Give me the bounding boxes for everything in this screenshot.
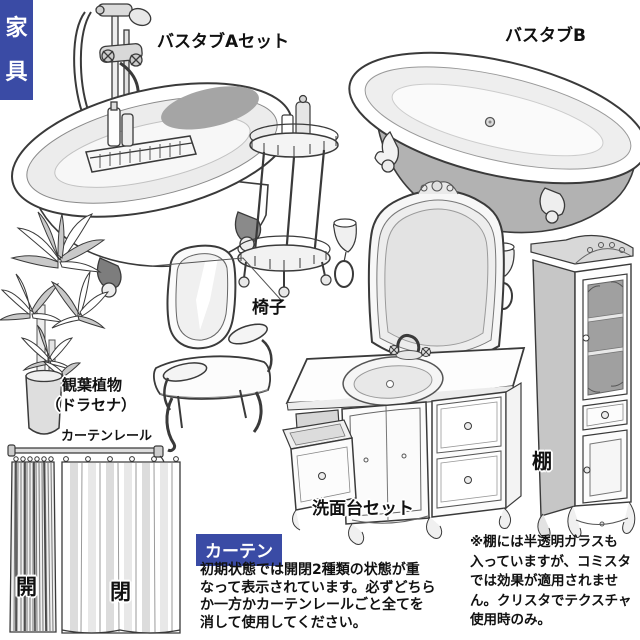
curtain-body-line: か一方かカーテンレールごと全てを — [200, 597, 424, 613]
label-curtain-closed: 閉 — [110, 580, 131, 604]
curtain-section-body: 初期状態では開閉2種類の状態が重 なって表示されています。必ずどちら か一方かカ… — [200, 562, 435, 632]
houseplant-illustration — [0, 211, 110, 435]
shelf-note: ※棚には半透明ガラスも 入っていますが、コミスタ では効果が適用されませ ん。ク… — [470, 533, 631, 631]
curtain-body-line: 消して使用してください。 — [200, 614, 367, 631]
shelf-note-line: 入っていますが、コミスタ — [470, 553, 632, 570]
label-chair: 椅子 — [252, 298, 286, 318]
curtain-open-illustration — [9, 456, 57, 633]
bathtub-a-illustration — [11, 3, 293, 298]
curtain-body-line: なって表示されています。必ずどちら — [200, 579, 436, 596]
shelf-note-line: では効果が適用されませ — [470, 573, 619, 589]
category-banner: 家具 — [0, 0, 33, 100]
label-bathtub-b: バスタブB — [505, 26, 586, 46]
bath-rack-illustration — [237, 94, 339, 298]
curtain-closed-illustration — [61, 456, 181, 634]
label-bathtub-a: バスタブAセット — [157, 32, 290, 52]
sconce-left-illustration — [333, 218, 357, 288]
label-houseplant: 観葉植物 — [62, 376, 123, 394]
shelf-note-line: 使用時のみ。 — [470, 612, 551, 628]
bathtub-b-illustration — [348, 51, 640, 234]
mirror-illustration — [367, 180, 505, 364]
label-curtain-open: 開 — [16, 575, 37, 599]
label-shelf: 棚 — [532, 449, 552, 473]
chair-callout-line — [151, 257, 282, 301]
label-curtain-rail: カーテンレール — [61, 429, 153, 444]
washstand-illustration — [282, 334, 526, 545]
shelf-note-line: ※棚には半透明ガラスも — [470, 534, 618, 550]
label-washstand: 洗面台セット — [312, 499, 414, 519]
cabinet-illustration — [530, 234, 636, 539]
shelf-note-line: ん。クリスタでテクスチャ — [470, 592, 632, 609]
curtain-section-header: カーテン — [196, 534, 282, 566]
label-houseplant-sub: （ドラセナ） — [46, 396, 137, 414]
curtain-body-line: 初期状態では開閉2種類の状態が重 — [200, 562, 420, 578]
chair-illustration — [153, 244, 273, 452]
